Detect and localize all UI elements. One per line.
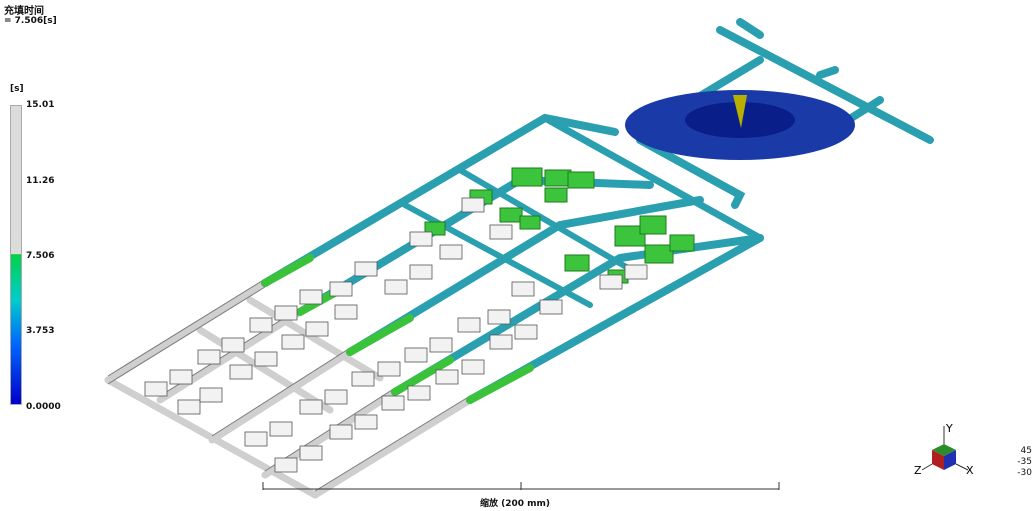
- axis-y-label: Y: [945, 422, 953, 435]
- axis-cube-icon: [921, 426, 969, 471]
- legend-tick-current: 7.506: [26, 251, 55, 261]
- view-angles: 45 -35 -30: [1010, 446, 1032, 479]
- scale-label: 缩放 (200 mm): [480, 499, 551, 509]
- legend-tick-2: 11.26: [26, 176, 55, 186]
- gate-cone: [733, 95, 747, 128]
- angle-2: -35: [1017, 457, 1032, 467]
- axis-x-label: X: [966, 464, 974, 477]
- color-legend-bar: [10, 105, 22, 405]
- orientation-triad[interactable]: Y X Z: [912, 420, 982, 490]
- legend-unit: [s]: [10, 84, 24, 94]
- result-value: = 7.506[s]: [4, 16, 57, 26]
- scale-bar: [262, 482, 780, 490]
- unfilled-runners: [104, 279, 474, 499]
- legend-tick-4: 3.753: [26, 326, 55, 336]
- axis-z-label: Z: [914, 464, 922, 477]
- legend-tick-min: 0.0000: [26, 402, 61, 412]
- angle-3: -30: [1017, 468, 1032, 478]
- unfilled-parts: [144, 197, 648, 473]
- angle-1: 45: [1020, 446, 1032, 456]
- result-title: 充填时间: [4, 6, 44, 17]
- legend-tick-max: 15.01: [26, 100, 55, 110]
